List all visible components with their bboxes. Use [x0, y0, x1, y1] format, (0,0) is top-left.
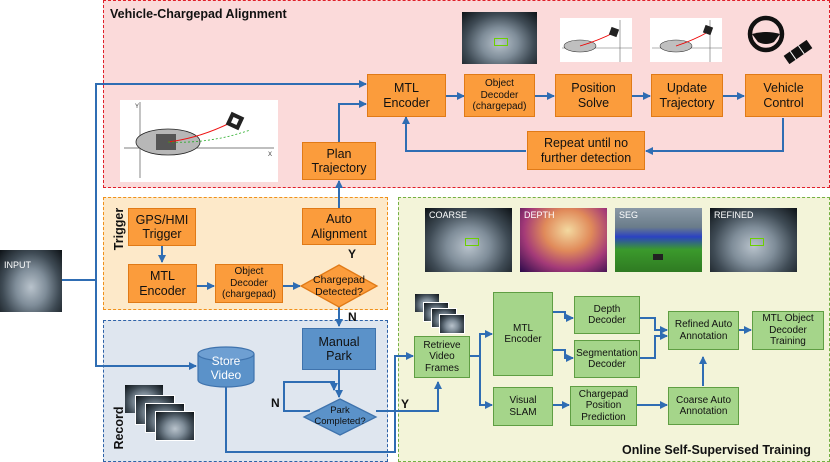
no-label-loop: N — [271, 396, 280, 410]
plan-trajectory: Plan Trajectory — [302, 142, 376, 180]
store-video-cylinder: Store Video — [196, 346, 256, 388]
gps-hmi-trigger: GPS/HMI Trigger — [128, 208, 196, 246]
seg-thumbnail: SEG — [615, 208, 702, 272]
manual-park: Manual Park — [302, 328, 376, 370]
retrieved-frames-stack — [415, 294, 471, 334]
plot-x-axis-label: X — [268, 152, 272, 158]
depth-label: DEPTH — [524, 210, 555, 220]
depth-thumbnail: DEPTH — [520, 208, 607, 272]
coarse-thumbnail: COARSE — [425, 208, 512, 272]
chargepad-position-prediction: Chargepad Position Prediction — [570, 386, 637, 426]
steering-wheel-icon — [744, 12, 822, 64]
alignment-title: Vehicle-Chargepad Alignment — [110, 7, 287, 21]
mtl-encoder-trigger: MTL Encoder — [128, 264, 197, 303]
mtl-encoder-train: MTL Encoder — [493, 292, 553, 376]
visual-slam: Visual SLAM — [493, 387, 553, 426]
mtl-encoder-top: MTL Encoder — [367, 74, 446, 117]
plot-y-axis-label: Y — [135, 104, 139, 110]
stored-frames-stack — [125, 385, 199, 447]
park-completed-decision: Park Completed? — [302, 398, 378, 436]
chargepad-detected-label: Chargepad Detected? — [313, 273, 365, 298]
refined-box — [750, 238, 764, 246]
vehicle-control: Vehicle Control — [745, 74, 822, 117]
object-decoder-trigger: Object Decoder (chargepad) — [215, 264, 283, 303]
online-training-title: Online Self-Supervised Training — [622, 443, 811, 457]
seg-pad — [653, 254, 663, 260]
refined-auto-annotation: Refined Auto Annotation — [668, 311, 739, 350]
depth-decoder: Depth Decoder — [574, 296, 640, 334]
no-label-manual: N — [348, 310, 357, 324]
camera-detection-image — [462, 12, 537, 64]
yes-label-retrieve: Y — [401, 397, 410, 411]
mtl-object-decoder-training: MTL Object Decoder Training — [752, 311, 824, 350]
input-label: INPUT — [4, 260, 31, 270]
object-decoder-top: Object Decoder (chargepad) — [464, 74, 535, 117]
retrieve-video-frames: Retrieve Video Frames — [414, 336, 470, 378]
trajectory-plot-small-2 — [650, 18, 722, 62]
yes-label-auto: Y — [348, 247, 357, 261]
coarse-box — [465, 238, 479, 246]
store-video-label: Store Video — [210, 354, 242, 382]
repeat-until-no-detection: Repeat until no further detection — [527, 131, 645, 170]
chargepad-detected-decision: Chargepad Detected? — [299, 264, 379, 308]
position-solve: Position Solve — [555, 74, 632, 117]
refined-label: REFINED — [714, 210, 754, 220]
update-trajectory: Update Trajectory — [651, 74, 723, 117]
coarse-label: COARSE — [429, 210, 468, 220]
input-camera-image: INPUT — [0, 250, 62, 312]
refined-thumbnail: REFINED — [710, 208, 797, 272]
park-completed-label: Park Completed? — [314, 405, 366, 427]
trajectory-plot-small-1 — [560, 18, 632, 62]
segmentation-decoder: Segmentation Decoder — [574, 340, 640, 378]
coarse-auto-annotation: Coarse Auto Annotation — [668, 387, 739, 425]
trajectory-plot: Y X — [120, 100, 278, 182]
seg-label: SEG — [619, 210, 639, 220]
auto-alignment: Auto Alignment — [302, 208, 376, 245]
detection-box — [494, 38, 508, 46]
